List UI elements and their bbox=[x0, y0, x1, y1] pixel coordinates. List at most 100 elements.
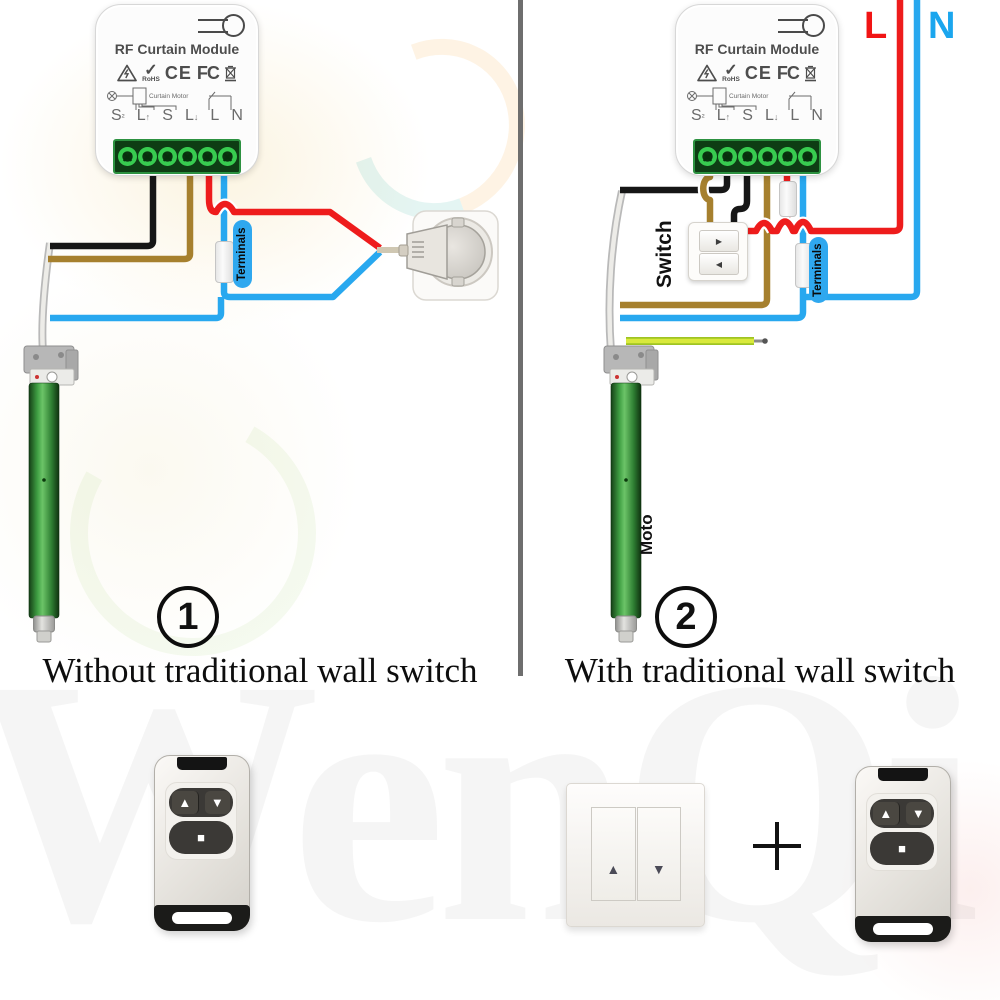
down-arrow-icon: ▼ bbox=[651, 861, 666, 877]
black-wire bbox=[50, 172, 157, 250]
certification-icons: ✓ RoHS CE FC bbox=[676, 60, 838, 86]
wall-switch-inline: ▶ ◀ bbox=[688, 222, 748, 281]
remote-down-button: ▼ bbox=[204, 791, 230, 814]
caption-right: With traditional wall switch bbox=[564, 651, 956, 690]
right-wiring bbox=[605, 0, 921, 353]
step-number-1: 1 bbox=[157, 586, 219, 648]
remote-led-window bbox=[878, 768, 928, 781]
stop-square-icon: ■ bbox=[898, 841, 906, 856]
motor-label: Moto bbox=[637, 514, 656, 555]
remote-down-button: ▼ bbox=[905, 802, 931, 825]
panel-divider bbox=[518, 0, 523, 676]
red-wire bbox=[205, 172, 382, 251]
terminal-labels: S² L↑ S L↓ L N bbox=[691, 107, 823, 124]
wall-switch-up-button: ▲ bbox=[591, 807, 636, 901]
down-arrow-icon: ▼ bbox=[911, 806, 925, 821]
svg-text:Curtain Motor: Curtain Motor bbox=[729, 93, 769, 100]
switch-label: Switch bbox=[653, 220, 676, 288]
wall-switch-down-button: ▼ bbox=[636, 807, 681, 901]
rf-remote: ▲ ▼ ■ bbox=[855, 766, 951, 942]
caption-left: Without traditional wall switch bbox=[42, 651, 478, 690]
weee-bin-icon bbox=[224, 65, 236, 81]
wall-switch-product: ▲ ▼ bbox=[566, 783, 705, 927]
switch-down-button: ◀ bbox=[699, 253, 739, 275]
rohs-icon: ✓ RoHS bbox=[722, 61, 740, 83]
warning-icon bbox=[117, 64, 137, 82]
terminal-screw bbox=[777, 147, 797, 166]
reset-key-icon bbox=[191, 14, 245, 38]
neutral-line bbox=[803, 0, 921, 301]
tubular-motor bbox=[23, 345, 79, 643]
terminal-screw bbox=[797, 147, 817, 166]
stop-square-icon: ■ bbox=[197, 830, 205, 845]
left-arrow-icon: ◀ bbox=[715, 259, 723, 269]
brown-switch-wire bbox=[700, 172, 714, 229]
blue-motor-wire bbox=[50, 297, 225, 322]
inline-connector bbox=[215, 241, 234, 283]
blue-wire bbox=[220, 172, 383, 301]
terminal-screw bbox=[697, 147, 717, 166]
terminal-screw bbox=[177, 147, 197, 166]
warning-icon bbox=[697, 64, 717, 82]
reset-key-icon bbox=[771, 14, 825, 38]
terminal-block bbox=[693, 139, 821, 174]
fcc-mark: FC bbox=[196, 62, 220, 83]
up-arrow-icon: ▲ bbox=[606, 861, 621, 877]
remote-led-window bbox=[177, 757, 227, 770]
terminal-screw bbox=[137, 147, 157, 166]
live-line bbox=[745, 0, 904, 235]
blue-wire bbox=[620, 172, 807, 322]
remote-stop-button: ■ bbox=[169, 821, 233, 854]
black-motor-wire bbox=[620, 172, 731, 194]
remote-up-button: ▲ bbox=[873, 802, 900, 825]
remote-stop-button: ■ bbox=[870, 832, 934, 865]
neutral-label: N bbox=[928, 5, 956, 47]
terminal-screw bbox=[217, 147, 237, 166]
weee-bin-icon bbox=[804, 65, 816, 81]
terminal-screw bbox=[117, 147, 137, 166]
terminal-block bbox=[113, 139, 241, 174]
down-arrow-icon: ▼ bbox=[210, 795, 224, 810]
module-schematic: Curtain Motor bbox=[107, 87, 232, 110]
ce-mark: CE bbox=[164, 62, 192, 83]
switch-up-button: ▶ bbox=[699, 230, 739, 252]
right-arrow-icon: ▶ bbox=[715, 236, 723, 246]
up-arrow-icon: ▲ bbox=[879, 806, 893, 821]
tubular-motor bbox=[603, 345, 659, 643]
step-number-2: 2 bbox=[655, 586, 717, 648]
rf-remote: ▲ ▼ ■ bbox=[154, 755, 250, 931]
black-switch-wire bbox=[730, 172, 751, 229]
remote-up-button: ▲ bbox=[172, 791, 199, 814]
rohs-icon: ✓ RoHS bbox=[142, 61, 160, 83]
up-arrow-icon: ▲ bbox=[178, 795, 192, 810]
live-label: L bbox=[864, 5, 888, 47]
module-schematic: Curtain Motor bbox=[687, 87, 812, 110]
terminal-screw bbox=[717, 147, 737, 166]
module-title: RF Curtain Module bbox=[114, 41, 240, 57]
terminal-labels: S² L↑ S L↓ L N bbox=[111, 107, 243, 124]
terminal-screw bbox=[757, 147, 777, 166]
terminal-screw bbox=[157, 147, 177, 166]
power-plug bbox=[406, 224, 448, 280]
certification-icons: ✓ RoHS CE FC bbox=[96, 60, 258, 86]
brown-wire bbox=[48, 172, 194, 263]
terminal-screw bbox=[737, 147, 757, 166]
svg-text:Curtain Motor: Curtain Motor bbox=[149, 93, 189, 100]
fcc-mark: FC bbox=[776, 62, 800, 83]
plus-icon bbox=[753, 844, 801, 848]
rf-curtain-module: RF Curtain Module ✓ RoHS CE FC Curtain M… bbox=[675, 4, 839, 176]
inline-connector bbox=[779, 181, 797, 217]
left-wiring bbox=[38, 172, 406, 353]
wall-socket bbox=[398, 210, 499, 301]
terminals-label: Terminals bbox=[233, 220, 252, 288]
rf-curtain-module: RF Curtain Module ✓ RoHS CE FC Curtain M… bbox=[95, 4, 259, 176]
terminals-label: Terminals bbox=[809, 237, 828, 303]
lanyard-slot bbox=[873, 923, 933, 935]
lanyard-slot bbox=[172, 912, 232, 924]
module-title: RF Curtain Module bbox=[694, 41, 820, 57]
terminal-screw bbox=[197, 147, 217, 166]
ce-mark: CE bbox=[744, 62, 772, 83]
